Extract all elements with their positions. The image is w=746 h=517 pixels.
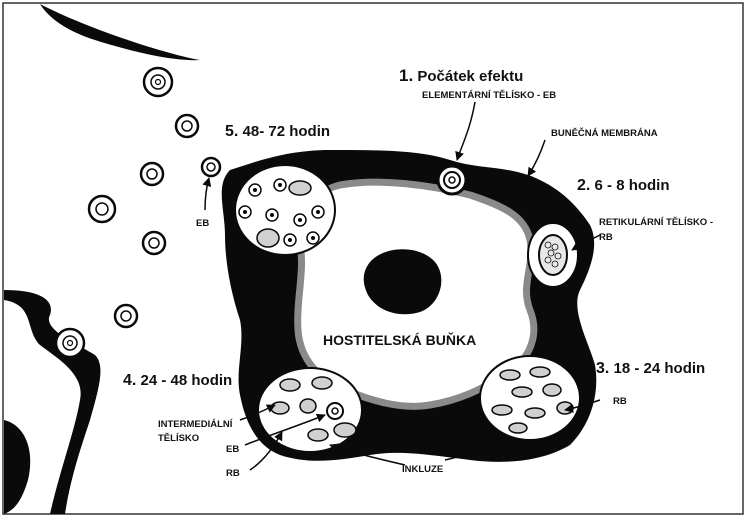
rb-long-label-line1: RETIKULÁRNÍ TĚLÍSKO - xyxy=(599,216,713,228)
inclusion-label: INKLUZE xyxy=(402,464,443,475)
stage3-label: 3. 18 - 24 hodin xyxy=(596,360,705,377)
stage1-label: 1. Počátek efektu xyxy=(399,66,523,85)
arrow-eb-left xyxy=(205,178,209,210)
rb-right-label: RB xyxy=(613,396,627,407)
stage2-inclusion xyxy=(528,223,578,287)
released-eb xyxy=(202,158,220,176)
stage5-label: 5. 48- 72 hodin xyxy=(225,123,330,140)
rb-bottom-label: RB xyxy=(226,468,240,479)
rb-long-label-line2: RB xyxy=(599,232,613,243)
arrow-membrane xyxy=(528,140,545,176)
eb-left-label: EB xyxy=(196,218,209,229)
released-eb-group xyxy=(56,68,220,357)
stage3-inclusion xyxy=(480,356,580,440)
released-eb xyxy=(143,232,165,254)
stage5-inclusion xyxy=(235,165,335,255)
neighbor-cell-top xyxy=(40,4,200,60)
membrane-label: BUNĚČNÁ MEMBRÁNA xyxy=(551,127,658,139)
eb-long-label: ELEMENTÁRNÍ TĚLÍSKO - EB xyxy=(422,89,556,101)
released-eb xyxy=(115,305,137,327)
arrow-eb-top xyxy=(457,102,475,160)
stage4-inclusion xyxy=(258,368,362,452)
released-eb xyxy=(176,115,198,137)
eb-bottom-label: EB xyxy=(226,444,239,455)
released-eb xyxy=(89,196,115,222)
stage4-label: 4. 24 - 48 hodin xyxy=(123,372,232,389)
released-eb xyxy=(141,163,163,185)
stage2-label: 2. 6 - 8 hodin xyxy=(577,177,670,194)
stage1-eb xyxy=(438,166,466,194)
neighbor-cell-left-lower xyxy=(4,420,30,514)
host-cell-label: HOSTITELSKÁ BUŇKA xyxy=(323,331,476,348)
intermediate-label-line2: TĚLÍSKO xyxy=(158,432,199,444)
released-eb xyxy=(56,329,84,357)
intermediate-label-line1: INTERMEDIÁLNÍ xyxy=(158,419,233,430)
released-eb xyxy=(144,68,172,96)
